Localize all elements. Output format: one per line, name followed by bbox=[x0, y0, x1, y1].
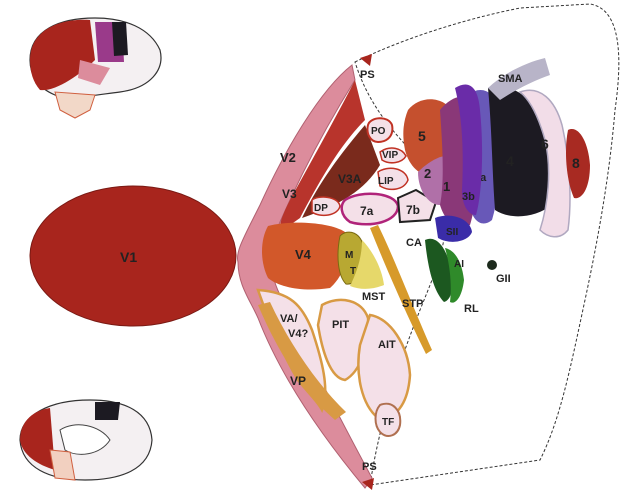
label-2: 2 bbox=[424, 166, 431, 181]
brain-thumbnail-medial bbox=[19, 399, 153, 481]
area-v4 bbox=[262, 222, 348, 290]
label-va: VA/ bbox=[280, 313, 298, 325]
label-ai: AI bbox=[454, 259, 464, 270]
label-mt-m: M bbox=[345, 250, 353, 261]
area-gii bbox=[487, 260, 497, 270]
label-v1: V1 bbox=[120, 249, 137, 265]
label-sma: SMA bbox=[498, 73, 523, 85]
label-6: 6 bbox=[541, 136, 549, 152]
label-po: PO bbox=[371, 126, 386, 137]
area-v3a bbox=[302, 125, 380, 218]
area-tf bbox=[374, 402, 402, 437]
area-7b bbox=[396, 188, 438, 224]
area-6 bbox=[518, 89, 571, 238]
label-3b: 3b bbox=[462, 191, 475, 203]
area-ai bbox=[445, 248, 464, 303]
label-ait: AIT bbox=[378, 339, 396, 351]
label-vip: VIP bbox=[382, 150, 398, 161]
area-stp bbox=[370, 225, 432, 354]
label-v2: V2 bbox=[280, 150, 296, 165]
label-lip: LIP bbox=[378, 176, 394, 187]
area-lip bbox=[377, 167, 409, 191]
area-vip bbox=[379, 147, 407, 164]
label-v4q: V4? bbox=[288, 328, 308, 340]
label-rl: RL bbox=[464, 303, 479, 315]
label-stp: STP bbox=[402, 298, 423, 310]
area-v3 bbox=[279, 80, 365, 232]
label-vp: VP bbox=[290, 374, 306, 388]
area-v1 bbox=[29, 185, 237, 327]
label-1: 1 bbox=[443, 179, 450, 194]
label-7b: 7b bbox=[406, 203, 420, 217]
label-ps-top: PS bbox=[360, 69, 375, 81]
label-pit: PIT bbox=[332, 319, 349, 331]
area-sii bbox=[435, 215, 472, 242]
label-7a: 7a bbox=[360, 204, 374, 218]
area-mst bbox=[350, 240, 384, 289]
label-dp: DP bbox=[314, 203, 328, 214]
area-3b bbox=[455, 84, 483, 215]
label-8: 8 bbox=[572, 155, 580, 171]
label-sii: SII bbox=[446, 227, 458, 238]
area-dp bbox=[311, 196, 341, 217]
area-7a bbox=[340, 192, 400, 226]
area-sma bbox=[488, 58, 550, 100]
area-v2 bbox=[236, 64, 373, 489]
label-gii: GII bbox=[496, 273, 511, 285]
label-ca: CA bbox=[406, 237, 422, 249]
label-v4: V4 bbox=[295, 247, 312, 262]
area-ait bbox=[357, 313, 412, 420]
label-5: 5 bbox=[418, 128, 426, 144]
area-8 bbox=[566, 129, 590, 199]
brain-thumbnail-lateral bbox=[29, 17, 162, 119]
area-ca bbox=[425, 238, 453, 302]
label-ps-bottom: PS bbox=[362, 461, 377, 473]
ps-marker-top bbox=[360, 54, 372, 66]
area-vp bbox=[258, 302, 346, 420]
label-v3: V3 bbox=[282, 187, 297, 201]
label-v3a: V3A bbox=[338, 172, 362, 186]
label-mt-t: T bbox=[350, 266, 356, 277]
label-tf: TF bbox=[382, 417, 394, 428]
label-mst: MST bbox=[362, 291, 386, 303]
label-4: 4 bbox=[506, 153, 514, 169]
area-po bbox=[366, 117, 394, 144]
ps-marker-bottom bbox=[362, 478, 374, 490]
